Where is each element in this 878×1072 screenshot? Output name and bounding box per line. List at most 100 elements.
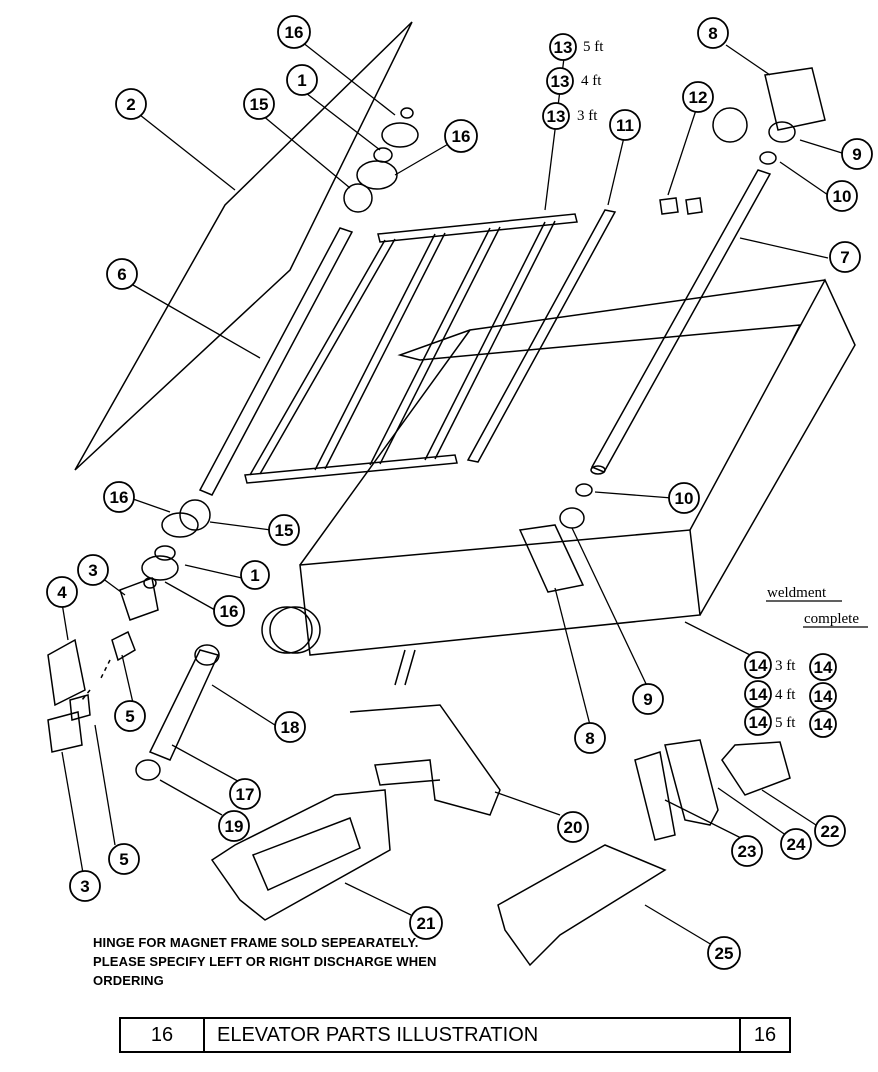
callout-circle — [744, 708, 772, 736]
callout-number: 14 — [749, 685, 768, 704]
callout-number: 14 — [749, 656, 768, 675]
part-8-bracket-lower — [518, 524, 585, 593]
callout-circle — [744, 680, 772, 708]
callout-circle — [557, 811, 589, 843]
callout-c18: 18 — [274, 711, 306, 743]
callout-c6: 6 — [106, 258, 138, 290]
header-complete: complete — [804, 611, 859, 627]
part-20-bracket — [349, 704, 501, 816]
size-label-13-3ft: 3 ft — [577, 108, 598, 124]
callout-number: 13 — [551, 72, 570, 91]
callout-c2: 2 — [115, 88, 147, 120]
part-21-magnet-frame — [210, 789, 391, 921]
callout-circle — [542, 102, 570, 130]
callout-number: 14 — [814, 687, 833, 706]
callout-circle — [218, 810, 250, 842]
callout-number: 4 — [57, 583, 67, 602]
callout-c19: 19 — [218, 810, 250, 842]
callout-number: 14 — [749, 713, 768, 732]
part-7-shaft — [590, 169, 772, 473]
callout-number: 16 — [285, 23, 304, 42]
callout-number: 12 — [689, 88, 708, 107]
callout-circle — [69, 870, 101, 902]
callout-number: 24 — [787, 835, 806, 854]
callout-c13c: 13 — [542, 102, 570, 130]
callout-c15a: 15 — [243, 88, 275, 120]
callout-circle — [682, 81, 714, 113]
part-25-cover-plate — [497, 844, 667, 967]
title-block: 16 ELEVATOR PARTS ILLUSTRATION 16 — [119, 1017, 791, 1053]
callout-number: 19 — [225, 817, 244, 836]
callout-number: 16 — [220, 602, 239, 621]
callout-circle — [243, 88, 275, 120]
callout-number: 2 — [126, 95, 135, 114]
callout-circle — [809, 682, 837, 710]
callout-number: 21 — [417, 914, 436, 933]
callout-circle — [77, 554, 109, 586]
part-8-bracket-upper — [764, 67, 826, 131]
callout-circle — [731, 835, 763, 867]
callout-circle — [240, 560, 270, 590]
callout-c25: 25 — [707, 936, 741, 970]
part-11-slat — [466, 209, 617, 463]
title-block-page-right: 16 — [739, 1019, 789, 1051]
callout-number: 15 — [275, 521, 294, 540]
callout-number: 13 — [547, 107, 566, 126]
callout-circle — [115, 88, 147, 120]
callout-c9a: 9 — [841, 138, 873, 170]
callout-circle — [268, 514, 300, 546]
callout-c4: 4 — [46, 576, 78, 608]
callout-circle — [814, 815, 846, 847]
leader-lines — [61, 41, 843, 946]
callout-number: 3 — [80, 877, 89, 896]
callout-c16c: 16 — [103, 481, 135, 513]
callout-number: 7 — [840, 248, 849, 267]
callout-circle — [697, 17, 729, 49]
callout-c23: 23 — [731, 835, 763, 867]
callout-c10b: 10 — [668, 482, 700, 514]
callout-number: 14 — [814, 658, 833, 677]
part-2-guard-panel — [74, 21, 413, 471]
callout-c16d: 16 — [213, 595, 245, 627]
callout-c24: 24 — [780, 828, 812, 860]
part-6-shaft — [198, 227, 354, 496]
callout-number: 3 — [88, 561, 97, 580]
callout-c21: 21 — [409, 906, 443, 940]
callout-circle — [707, 936, 741, 970]
callout-c16a: 16 — [277, 15, 311, 49]
callout-circle — [277, 15, 311, 49]
callout-c1b: 1 — [240, 560, 270, 590]
callout-circle — [668, 482, 700, 514]
ordering-note: HINGE FOR MAGNET FRAME SOLD SEPEARATELY.… — [93, 935, 437, 988]
callout-c22: 22 — [814, 815, 846, 847]
callout-circle — [609, 109, 641, 141]
callout-number: 16 — [452, 127, 471, 146]
title-block-page-left: 16 — [121, 1019, 205, 1051]
size-table-rules — [766, 600, 868, 628]
callout-number: 1 — [297, 71, 306, 90]
callout-c13a: 13 — [549, 33, 577, 61]
callout-c14c: 14 — [744, 708, 772, 736]
callout-number: 22 — [821, 822, 840, 841]
callout-number: 20 — [564, 818, 583, 837]
callout-c7: 7 — [829, 241, 861, 273]
callout-circle — [809, 710, 837, 738]
callout-circle — [114, 700, 146, 732]
callout-c20: 20 — [557, 811, 589, 843]
callout-c15b: 15 — [268, 514, 300, 546]
callout-c5b: 5 — [108, 843, 140, 875]
callout-number: 8 — [585, 729, 594, 748]
size-label-13-5ft: 5 ft — [583, 39, 604, 55]
callout-circle — [286, 64, 318, 96]
callout-circle — [103, 481, 135, 513]
callout-number: 9 — [643, 690, 652, 709]
callout-c8b: 8 — [574, 722, 606, 754]
callout-number: 17 — [236, 785, 255, 804]
callout-number: 6 — [117, 265, 126, 284]
callout-circle — [409, 906, 443, 940]
callout-number: 16 — [110, 488, 129, 507]
callout-circle — [106, 258, 138, 290]
header-weldment: weldment — [767, 585, 827, 601]
part-drawings — [47, 21, 856, 967]
